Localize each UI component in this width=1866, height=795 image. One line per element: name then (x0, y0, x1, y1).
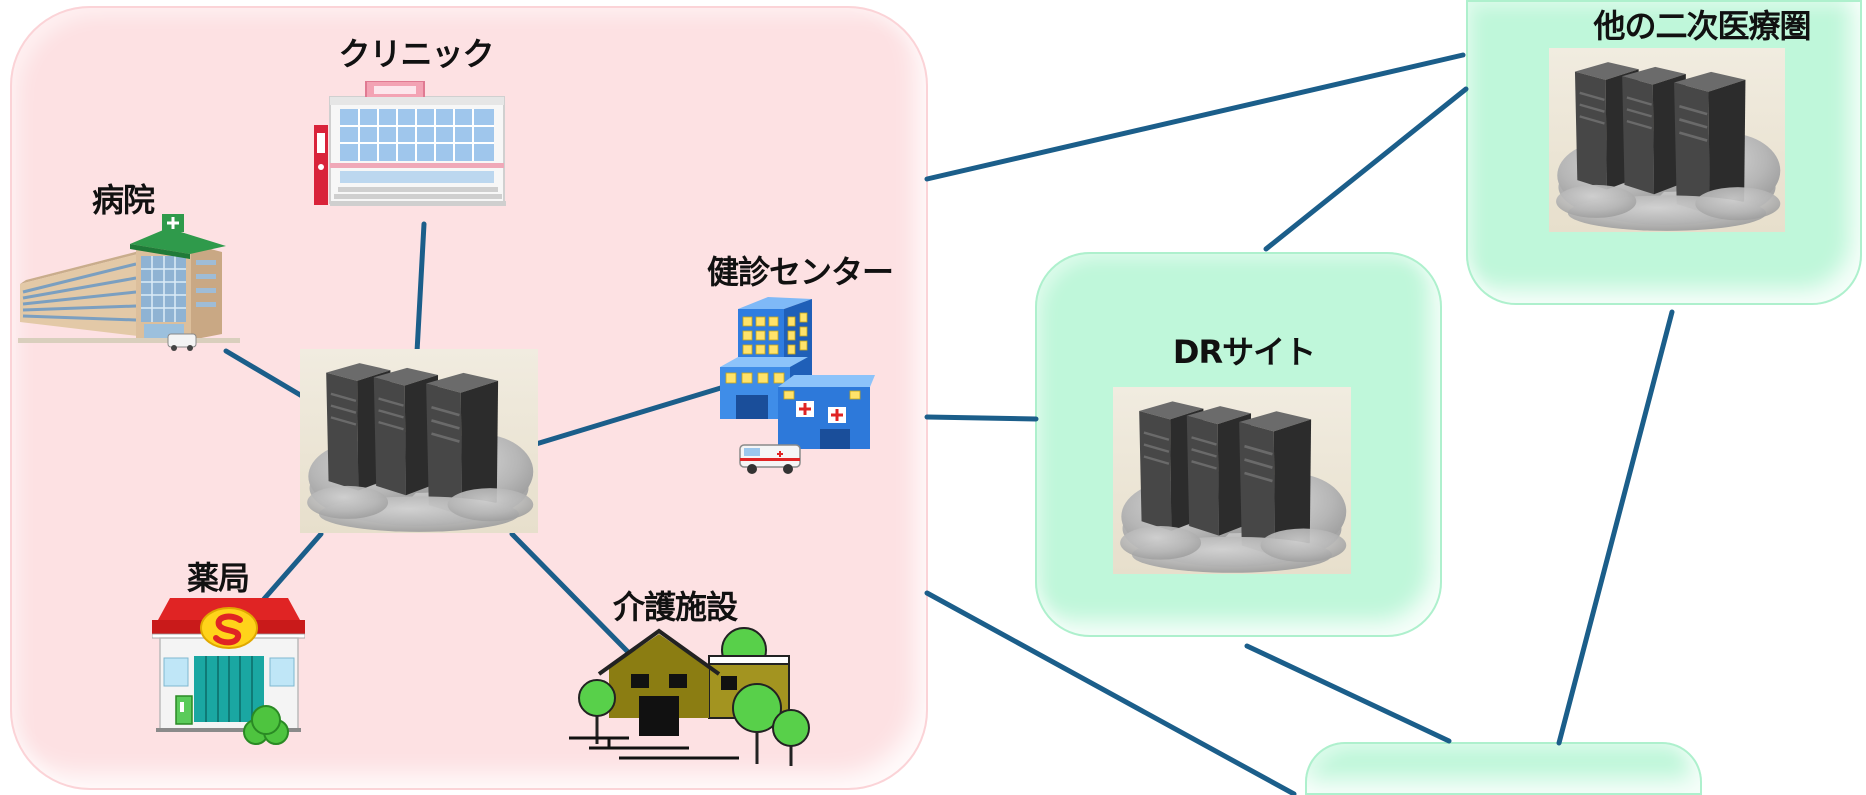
link-server-to-checkup-center (533, 384, 727, 447)
hospital-label: 病院 (91, 181, 155, 219)
checkup-center-label: 健診センター (706, 253, 894, 291)
link-dr-site-to-bottom-area (1244, 643, 1452, 744)
care-facility-house-icon (569, 626, 819, 768)
link-hospital-to-server (223, 348, 305, 399)
server-cloud-icon (300, 349, 538, 533)
clinic-building-icon (314, 81, 521, 224)
link-dr-site-to-other-area (1263, 86, 1469, 252)
link-region-to-bottom-area (924, 590, 1297, 795)
dr-site-server-cloud-icon (1113, 387, 1351, 574)
link-region-to-other-area (924, 52, 1466, 182)
pharmacy-store-icon (152, 598, 305, 747)
link-clinic-to-server (414, 221, 427, 355)
link-region-to-dr-site (924, 414, 1039, 422)
care-facility-label: 介護施設 (612, 588, 738, 626)
clinic-label: クリニック (338, 35, 494, 73)
pharmacy-label: 薬局 (186, 559, 250, 597)
link-pharmacy-to-server (261, 531, 324, 602)
checkup-center-building-icon (720, 295, 875, 476)
link-server-to-care-facility (509, 531, 631, 655)
other-area-server-cloud-icon (1549, 48, 1785, 232)
link-other-area-to-bottom-area (1556, 309, 1675, 746)
bottom-area-region (1305, 742, 1702, 795)
hospital-building-icon (18, 214, 240, 357)
dr-site-label: DRサイト (1172, 333, 1316, 371)
other-medical-area-label: 他の二次医療圏 (1593, 7, 1811, 45)
